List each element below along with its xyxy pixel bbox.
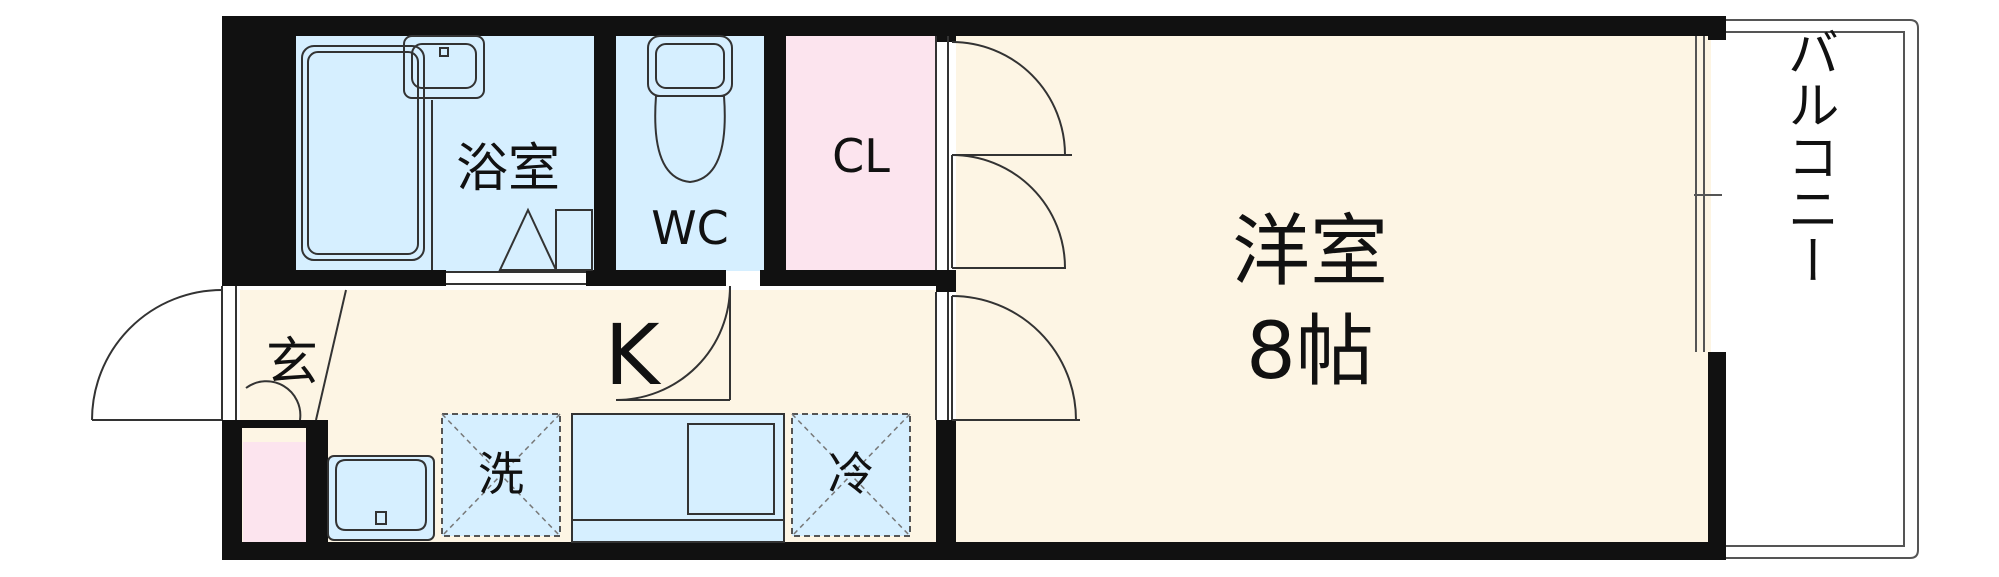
washer-label: 洗: [478, 447, 524, 501]
western-room-area: [956, 36, 1711, 544]
fridge-space: [791, 413, 911, 537]
balcony: [1694, 19, 1919, 559]
western-room-size: 8帖: [1246, 307, 1374, 397]
closet-area: [786, 36, 936, 271]
bath-label: 浴室: [456, 139, 560, 199]
door-swings: [91, 41, 1080, 421]
entrance-label: 玄: [266, 333, 318, 393]
shoe-cabinet: [243, 442, 306, 542]
kitchen-counter: [571, 413, 785, 543]
washer-space: [441, 413, 561, 537]
toilet: [647, 35, 733, 184]
western-room-label: 洋室: [1232, 207, 1388, 297]
bath-sink: [403, 35, 485, 99]
washbasin: [327, 455, 435, 541]
kitchen-label: K: [604, 306, 661, 404]
walls: [222, 16, 1726, 560]
shower-marker: [498, 207, 593, 271]
closet-label: CL: [832, 129, 890, 183]
balcony-label: バルコニー: [1778, 26, 1838, 286]
fridge-label: 冷: [828, 447, 874, 501]
wc-area: [616, 36, 764, 271]
bathtub: [301, 45, 433, 270]
bathroom-area: [296, 36, 594, 271]
wc-label: WC: [651, 201, 729, 255]
